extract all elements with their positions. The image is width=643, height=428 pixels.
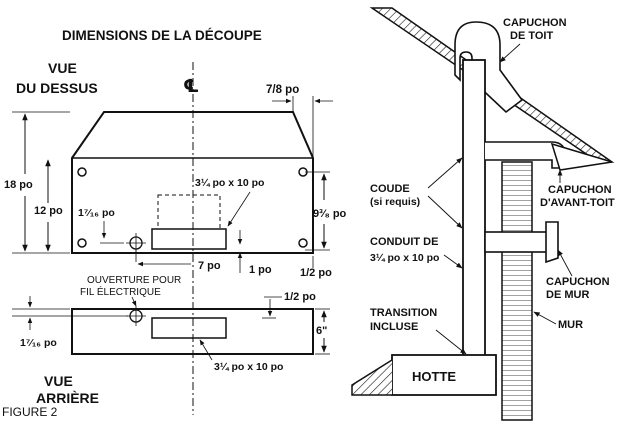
roof-cap	[454, 21, 524, 114]
dim-1-2-top: 1/2 po	[300, 267, 332, 279]
eave	[550, 142, 613, 171]
wall-cap	[545, 221, 559, 264]
rear-view-label-1: VUE	[44, 373, 73, 389]
dim-6: 6"	[316, 325, 327, 337]
eave-cap-label-2: D'AVANT-TOIT	[540, 197, 615, 209]
wall-cap-label-2: DE MUR	[546, 289, 589, 301]
dim-9-3-8: 9³⁄₈ po	[313, 208, 347, 220]
wall	[501, 161, 533, 421]
wire-opening-label-1: OUVERTURE POUR	[87, 275, 181, 286]
eave-cap-label-1: CAPUCHON	[548, 184, 612, 196]
elbow-label-2: (si requis)	[370, 196, 420, 208]
transition-label-1: TRANSITION	[370, 307, 437, 319]
figure-label: FIGURE 2	[2, 405, 58, 419]
dim-12: 12 po	[34, 205, 63, 217]
rear-view-label-2: ARRIÈRE	[36, 390, 99, 406]
top-view-label-1: VUE	[48, 60, 77, 76]
elbow-label-1: COUDE	[370, 183, 410, 195]
dim-1-7-16-top: 1⁷⁄₁₆ po	[78, 207, 115, 219]
centerline-symbol: ℄	[183, 76, 199, 96]
dim-duct-top: 3¼ po x 10 po	[195, 177, 264, 189]
transition-label-2: INCLUSE	[370, 321, 418, 333]
roof-cap-label-1: CAPUCHON	[503, 17, 567, 29]
dim-1: 1 po	[249, 264, 272, 276]
vertical-duct	[462, 59, 486, 361]
dim-duct-rear: 3¼ po x 10 po	[214, 361, 283, 373]
dim-1-7-16-rear: 1⁷⁄₁₆ po	[20, 337, 57, 349]
top-view-label-2: DU DESSUS	[16, 80, 98, 96]
duct-cutout-rear	[151, 317, 227, 339]
dim-7-8: 7/8 po	[266, 84, 299, 96]
roof-cap-label-2: DE TOIT	[510, 30, 553, 42]
duct-cutout-dashed	[157, 194, 221, 230]
duct-cutout	[151, 228, 227, 250]
hood-front	[351, 359, 393, 396]
wall-label: MUR	[558, 319, 583, 331]
hood	[391, 354, 497, 396]
wall-cap-label-1: CAPUCHON	[546, 276, 610, 288]
dim-18: 18 po	[4, 179, 33, 191]
duct-label-2: 3¼ po x 10 po	[370, 252, 439, 264]
dim-7: 7 po	[198, 260, 221, 272]
screw-hole	[298, 238, 308, 248]
wall-duct	[484, 231, 548, 253]
duct-label-1: CONDUIT DE	[370, 236, 438, 248]
dim-1-2-rear: 1/2 po	[284, 291, 316, 303]
rear-view-outline	[71, 308, 314, 355]
hood-label: HOTTE	[412, 369, 456, 384]
diagram-title: DIMENSIONS DE LA DÉCOUPE	[62, 28, 262, 43]
wire-opening-label-2: FIL ÉLECTRIQUE	[80, 285, 161, 298]
screw-hole	[77, 167, 87, 177]
screw-hole	[77, 238, 87, 248]
